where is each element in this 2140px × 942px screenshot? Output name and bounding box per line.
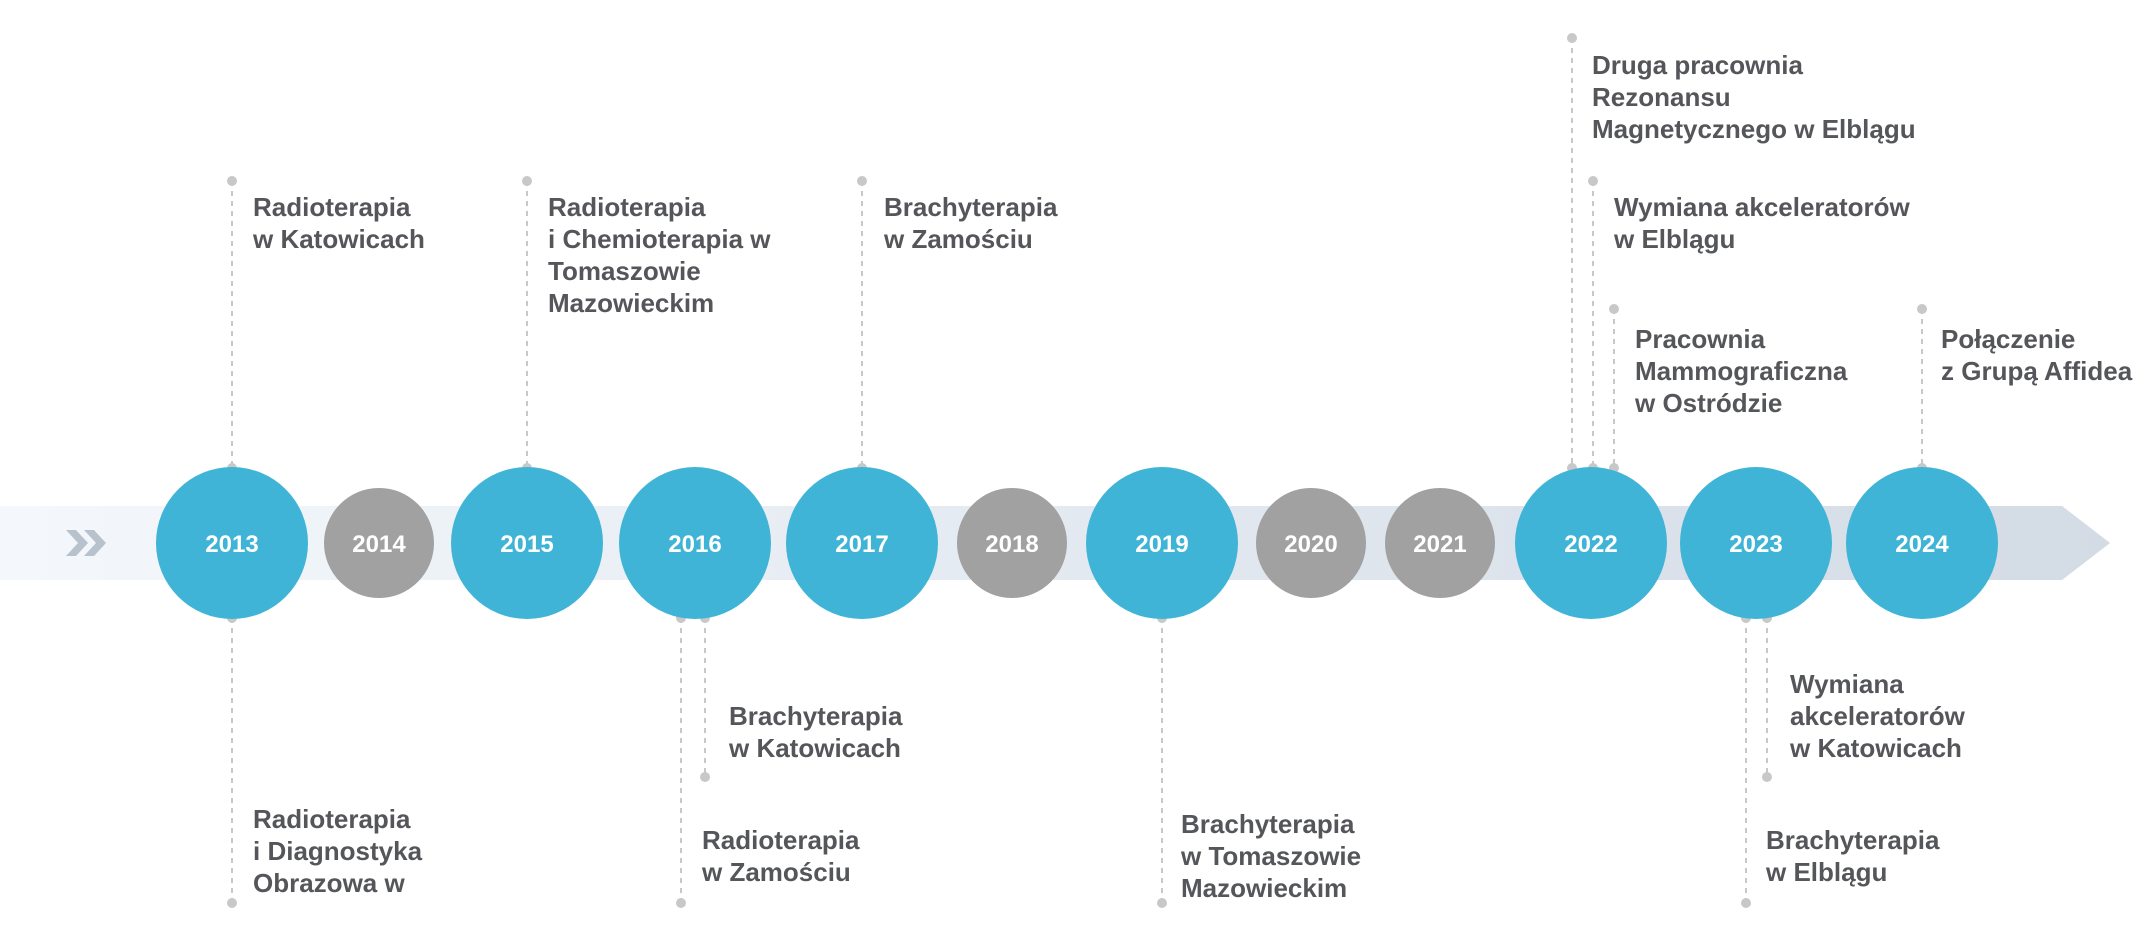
year-markers: 2013 2014 2015 2016 2017 2018 2019 2020 2021 2022… [156, 467, 1998, 619]
year-label-2023: 2023 [1729, 531, 1782, 558]
year-circle-2016 [619, 467, 771, 619]
event-label-2024-top: Połączenie z Grupą Affidea [1941, 324, 2133, 386]
connector-dot [522, 176, 532, 186]
event-label-2013-top: Radioterapia w Katowicach [253, 192, 425, 254]
connector-dot [1609, 304, 1619, 314]
year-circle-2017 [786, 467, 938, 619]
event-label-2022-top-b: Wymiana akceleratorów w Elblągu [1614, 192, 1910, 254]
year-label-2015: 2015 [500, 531, 553, 558]
event-label-2015-top: Radioterapia i Chemioterapia w Tomaszowi… [548, 192, 771, 318]
event-label-2013-bottom: Radioterapia i Diagnostyka Obrazowa w [253, 804, 423, 898]
event-label-2023-bottom-a: Wymiana akceleratorów w Katowicach [1790, 669, 1965, 763]
year-circle-2018 [957, 488, 1067, 598]
connector-lines [227, 33, 1927, 908]
year-label-2018: 2018 [985, 531, 1038, 558]
year-circle-2013 [156, 467, 308, 619]
year-circle-2023 [1680, 467, 1832, 619]
event-label-2023-bottom-b: Brachyterapia w Elblągu [1766, 825, 1940, 887]
year-label-2020: 2020 [1284, 531, 1337, 558]
event-label-2016-bottom-b: Radioterapia w Zamościu [702, 825, 860, 887]
year-circle-2021 [1385, 488, 1495, 598]
year-label-2016: 2016 [668, 531, 721, 558]
event-label-2022-top-c: Pracownia Mammograficzna w Ostródzie [1635, 324, 1848, 418]
connector-dot [676, 898, 686, 908]
connector-dot [857, 176, 867, 186]
connector-dot [1567, 33, 1577, 43]
year-circle-2019 [1086, 467, 1238, 619]
connector-dot [1741, 898, 1751, 908]
connector-dot [700, 772, 710, 782]
connector-dot [227, 176, 237, 186]
year-label-2013: 2013 [205, 531, 258, 558]
year-label-2021: 2021 [1413, 531, 1466, 558]
event-label-2017-top: Brachyterapia w Zamościu [884, 192, 1058, 254]
event-label-2019-bottom: Brachyterapia w Tomaszowie Mazowieckim [1181, 809, 1362, 903]
connector-dot [227, 898, 237, 908]
connector-dot [1917, 304, 1927, 314]
year-label-2019: 2019 [1135, 531, 1188, 558]
year-circle-2024 [1846, 467, 1998, 619]
year-circle-2022 [1515, 467, 1667, 619]
year-label-2017: 2017 [835, 531, 888, 558]
event-label-2016-bottom-a: Brachyterapia w Katowicach [729, 701, 903, 763]
connector-dot [1588, 176, 1598, 186]
year-label-2022: 2022 [1564, 531, 1617, 558]
year-label-2014: 2014 [352, 531, 406, 558]
event-label-2022-top-a: Druga pracownia Rezonansu Magnetycznego … [1592, 50, 1916, 144]
year-circle-2014 [324, 488, 434, 598]
year-circle-2015 [451, 467, 603, 619]
year-label-2024: 2024 [1895, 531, 1949, 558]
connector-dot [1157, 898, 1167, 908]
connector-dot [1762, 772, 1772, 782]
year-circle-2020 [1256, 488, 1366, 598]
double-chevron-right-icon [66, 530, 106, 556]
